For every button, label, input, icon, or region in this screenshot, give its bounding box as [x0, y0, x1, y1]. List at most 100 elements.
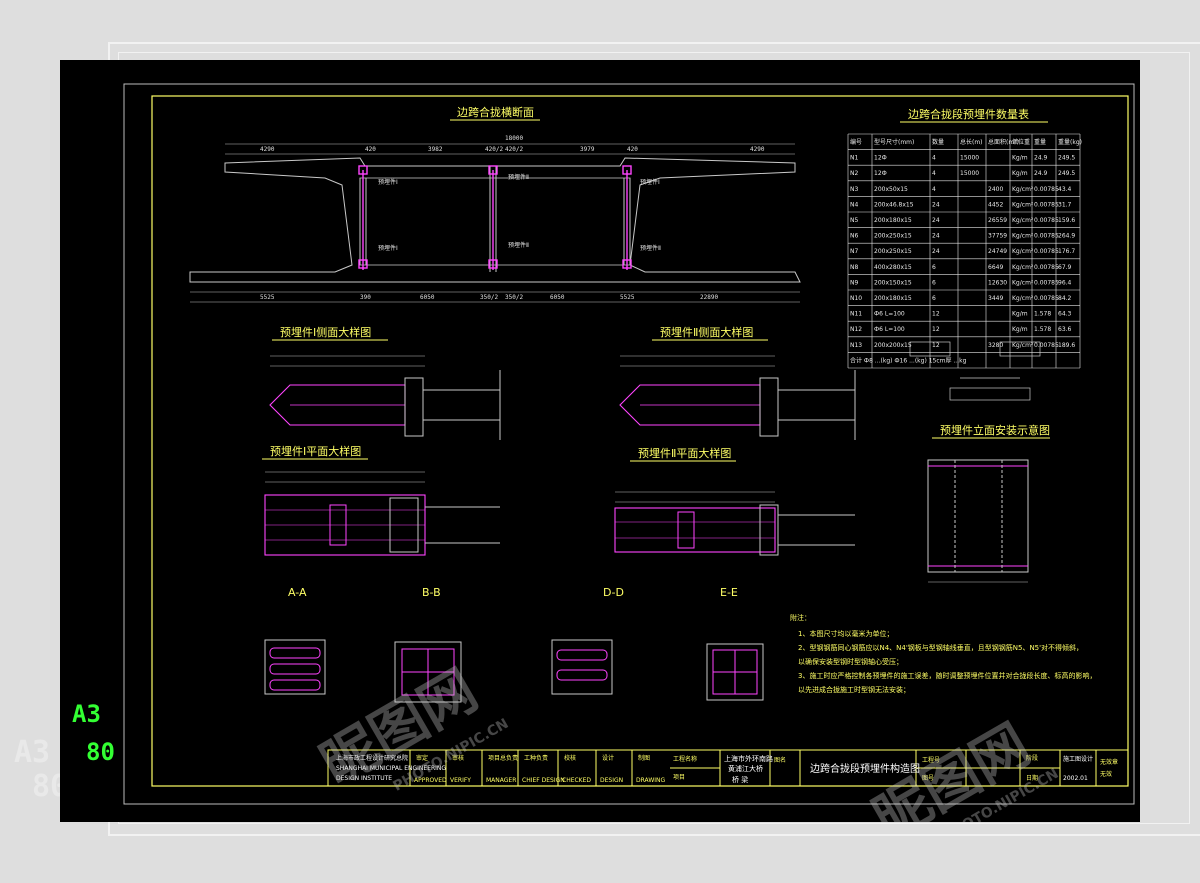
project-name-2: 黄浦江大桥	[728, 764, 763, 773]
table-cell: 12	[932, 342, 940, 349]
table-cell: N5	[850, 217, 858, 224]
note-line: 以先进成合拢施工时型钢无法安装；	[798, 685, 910, 694]
table-cell: 24.9	[1034, 170, 1048, 177]
table-cell: N10	[850, 295, 862, 302]
box-girder-section	[189, 157, 801, 283]
title-block-cell: 项目总负责	[488, 754, 518, 762]
outer-frame	[123, 83, 1135, 805]
status-2: 无效	[1100, 770, 1112, 778]
table-cell: 96.4	[1058, 279, 1072, 286]
table-cell: Kg/cm²	[1012, 201, 1034, 208]
title-block-cell: 制图	[638, 754, 650, 762]
notes-title: 附注：	[790, 613, 811, 622]
title-block-cell-en: DESIGN	[600, 777, 623, 784]
table-cell: 31.7	[1058, 201, 1072, 208]
section-bb	[394, 641, 462, 703]
table-cell: N11	[850, 311, 862, 318]
table-header: 重量(kg)	[1058, 138, 1082, 146]
callout-label: 预埋件Ⅰ	[378, 178, 398, 186]
plan-detail-1-title: 预埋件Ⅰ平面大样图	[270, 444, 361, 458]
dim-label: 6050	[420, 294, 435, 301]
table-cell: N12	[850, 326, 862, 333]
table-cell: N6	[850, 233, 858, 240]
section-label-aa: A-A	[288, 586, 307, 599]
table-header: 重量	[1034, 138, 1046, 146]
dim-label: 350/2	[505, 294, 523, 301]
table-cell: 189.6	[1058, 342, 1075, 349]
side-detail-2	[619, 355, 856, 440]
callout-label: 预埋件Ⅰ	[378, 244, 398, 252]
table-cell: 400x280x15	[874, 264, 912, 271]
section-ee	[706, 643, 764, 701]
table-cell: Kg/m	[1012, 155, 1028, 162]
table-cell: 12Ф	[874, 170, 887, 177]
title-block-cell: 工种负责	[524, 754, 548, 762]
table-cell: 12Ф	[874, 155, 887, 162]
table-cell: 26559	[988, 217, 1007, 224]
drawing-no-label: 图号	[922, 775, 934, 782]
note-line: 以确保安装型钢时型钢轴心受压；	[798, 657, 903, 666]
institute-line-3: DESIGN INSTITUTE	[336, 775, 392, 782]
table-cell: 200x150x15	[874, 279, 912, 286]
table-cell: N4	[850, 201, 858, 208]
table-cell: N1	[850, 155, 858, 162]
table-cell: 24	[932, 248, 940, 255]
table-cell: 264.9	[1058, 233, 1075, 240]
status: 无效章	[1100, 758, 1118, 766]
plan-detail-1	[264, 471, 500, 556]
table-cell: Kg/cm²	[1012, 233, 1034, 240]
table-cell: N7	[850, 248, 858, 255]
elevation-sketch	[927, 459, 1029, 583]
section-label-ee: E-E	[720, 586, 738, 599]
table-cell: 6649	[988, 264, 1003, 271]
table-cell: 200x250x15	[874, 248, 912, 255]
dim-label: 420/2	[485, 146, 503, 153]
table-cell: 4	[932, 186, 936, 193]
table-cell: 3280	[988, 342, 1003, 349]
table-cell: 200x50x15	[874, 186, 908, 193]
table-cell: 1.578	[1034, 326, 1051, 333]
cross-section-dim-lines	[190, 143, 800, 303]
title-block-cell: 设计	[602, 754, 614, 762]
table-cell: 37759	[988, 233, 1007, 240]
note-line: 2、型钢钢筋同心钢筋应以N4、N4'钢板与型钢轴线垂直，且型钢钢筋N5、N5'对…	[798, 643, 1083, 652]
date-value: 2002.01	[1063, 775, 1088, 782]
title-block-cell-en: MANAGER	[486, 777, 516, 784]
table-cell: Kg/cm²	[1012, 186, 1034, 193]
table-cell: 15000	[960, 170, 979, 177]
project-name: 上海市外环南路	[724, 754, 773, 763]
section-label-bb: B-B	[422, 586, 441, 599]
table-cell: N3	[850, 186, 858, 193]
dim-label: 4290	[260, 146, 275, 153]
table-cell: Kg/m	[1012, 311, 1028, 318]
table-cell: 200x46.8x15	[874, 201, 914, 208]
table-cell: N2	[850, 170, 858, 177]
table-cell: 3449	[988, 295, 1003, 302]
table-cell: 200x180x15	[874, 295, 912, 302]
stage-label: 阶段	[1026, 754, 1038, 762]
table-cell: 1.578	[1034, 311, 1051, 318]
table-cell: 24.9	[1034, 155, 1048, 162]
table-cell: Kg/cm²	[1012, 295, 1034, 302]
table-header: 型号尺寸(mm)	[874, 138, 914, 146]
title-block-cell: 审定	[416, 754, 428, 762]
table-cell: 249.5	[1058, 155, 1075, 162]
background-a3-ghost: A3 80	[14, 735, 69, 804]
dim-label: 420/2	[505, 146, 523, 153]
small-plate-sketches	[909, 341, 1041, 401]
date-label: 日期	[1026, 774, 1038, 782]
title-block	[327, 749, 1129, 787]
table-cell: Kg/cm²	[1012, 248, 1034, 255]
table-cell: 15000	[960, 155, 979, 162]
callout-label: 预埋件Ⅱ	[640, 244, 661, 252]
title-block-cell-en: VERIFY	[450, 777, 471, 784]
item-value: 桥 梁	[732, 775, 748, 784]
table-cell: 2400	[988, 186, 1003, 193]
table-cell: 64.3	[1058, 311, 1072, 318]
title-block-cell-en: APPROVED	[414, 777, 447, 784]
table-cell: 6	[932, 279, 936, 286]
